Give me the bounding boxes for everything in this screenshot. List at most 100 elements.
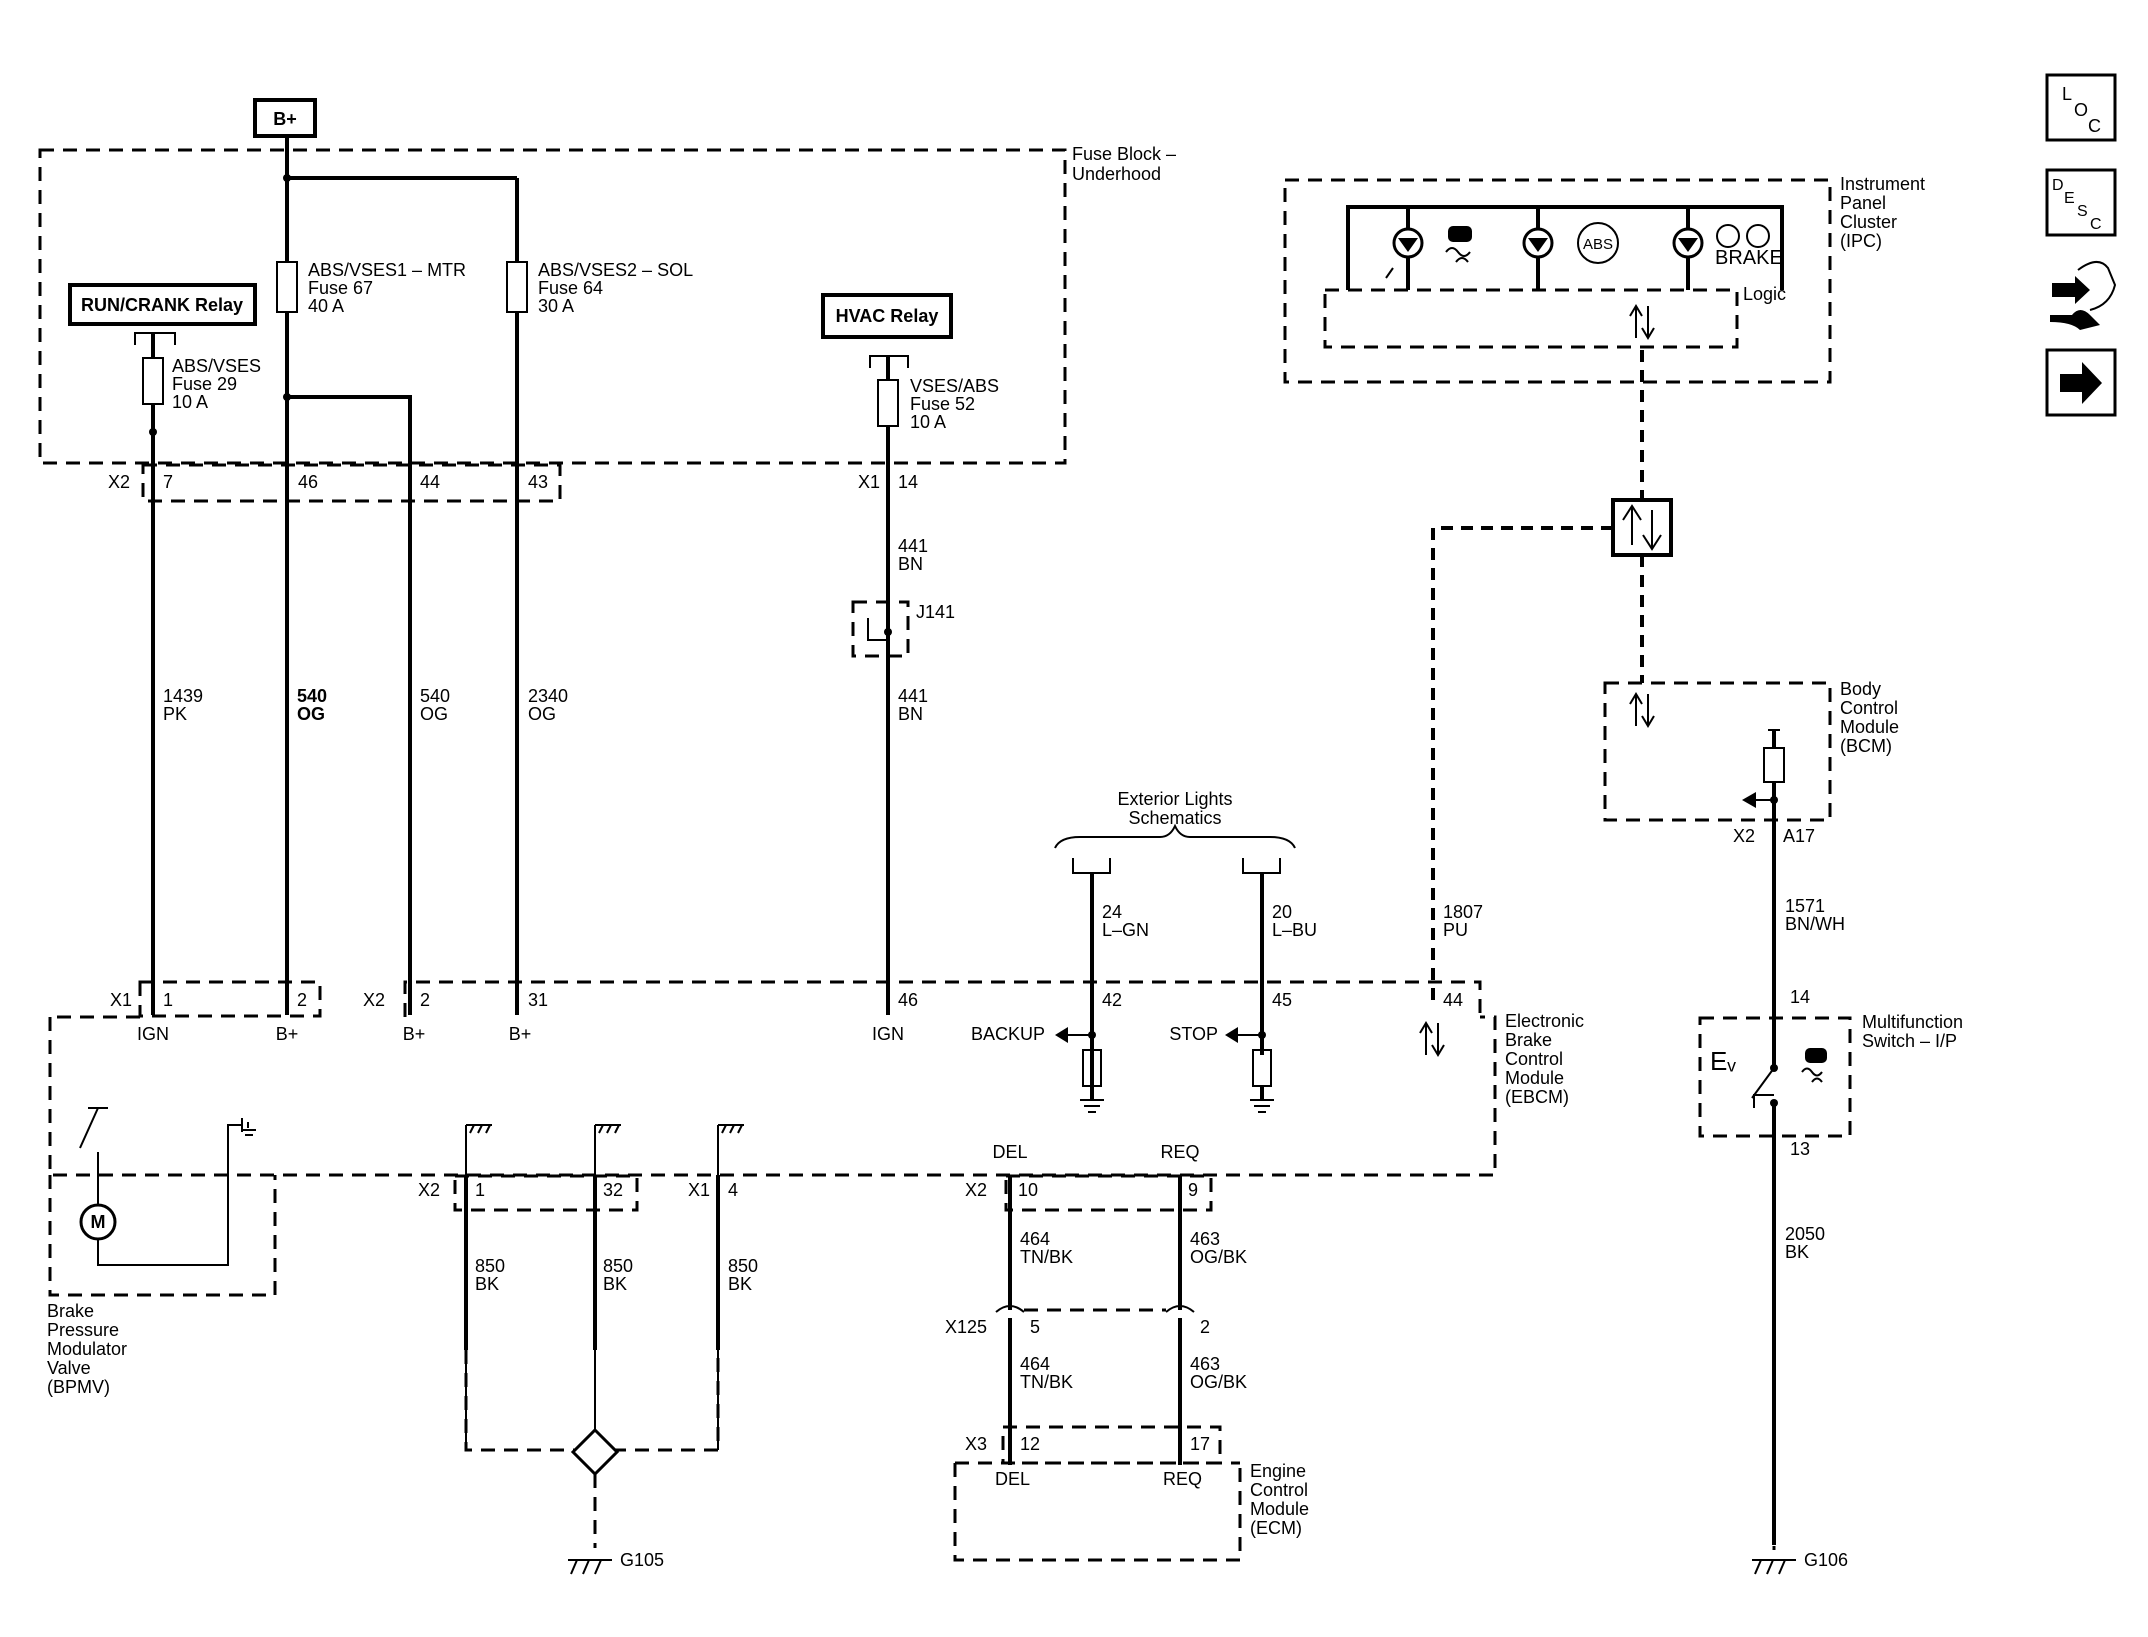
bpmv-label-1: Brake <box>47 1301 94 1321</box>
wire-441b-num: 441 <box>898 686 928 706</box>
backup-label: BACKUP <box>971 1024 1045 1044</box>
bpmv-label-3: Modulator <box>47 1339 127 1359</box>
ecm-label-4: (ECM) <box>1250 1518 1302 1538</box>
bpmv-label-2: Pressure <box>47 1320 119 1340</box>
ebcm-label-2: Brake <box>1505 1030 1552 1050</box>
engine-control-module: X3 12 17 DEL REQ Engine Control Module (… <box>953 1425 1309 1562</box>
b-plus-label: B+ <box>273 109 297 129</box>
wire-463a-color: OG/BK <box>1190 1247 1247 1267</box>
ebcm-bot-pin-32: 32 <box>603 1180 623 1200</box>
ebcm-term-bplus-3: B+ <box>509 1024 532 1044</box>
ipc-label-3: Cluster <box>1840 212 1897 232</box>
brake-lamp-icon <box>1672 227 1704 259</box>
arrow-right-icon <box>2060 362 2102 404</box>
ebcm-bot-conn-x2b: X2 <box>965 1180 987 1200</box>
wire-2340-color: OG <box>528 704 556 724</box>
ebcm-term-bplus-2: B+ <box>403 1024 426 1044</box>
next-page-arrow-button[interactable] <box>2045 348 2117 417</box>
instrument-panel-cluster: Instrument Panel Cluster (IPC) ABS <box>1283 174 1925 384</box>
body-control-module: Body Control Module (BCM) X2 A17 <box>1603 679 1899 846</box>
description-nav-button[interactable]: D E S C <box>2045 168 2117 237</box>
traction-lamp-icon <box>1385 227 1424 279</box>
serial-data-gateway-icon <box>1611 498 1673 557</box>
ipc-logic-label: Logic <box>1743 284 1786 304</box>
wire-464a-color: TN/BK <box>1020 1247 1073 1267</box>
location-nav-button[interactable]: L O C <box>2045 73 2117 142</box>
ebcm-del-label: DEL <box>992 1142 1027 1162</box>
fuse29-number: Fuse 29 <box>172 374 237 394</box>
ebcm-term-ign-1: IGN <box>137 1024 169 1044</box>
fuse52-name: VSES/ABS <box>910 376 999 396</box>
wire-464b-color: TN/BK <box>1020 1372 1073 1392</box>
bcm-label-1: Body <box>1840 679 1881 699</box>
mfs-label-2: Switch – I/P <box>1862 1031 1957 1051</box>
ipc-label-4: (IPC) <box>1840 231 1882 251</box>
fuse67-rating: 40 A <box>308 296 344 316</box>
wire-850b-color: BK <box>603 1274 627 1294</box>
fuse64-name: ABS/VSES2 – SOL <box>538 260 693 280</box>
wire-464b-num: 464 <box>1020 1354 1050 1374</box>
fuse64-number: Fuse 64 <box>538 278 603 298</box>
stop-circuit: STOP <box>1169 1015 1274 1113</box>
battery-positive-box: B+ <box>253 98 317 138</box>
abs-text: ABS <box>1583 236 1613 253</box>
wire-463b-color: OG/BK <box>1190 1372 1247 1392</box>
bcm-conn-x2: X2 <box>1733 826 1755 846</box>
wire-463a-num: 463 <box>1190 1229 1220 1249</box>
loc-letter-o: O <box>2074 100 2088 120</box>
fuse67-number: Fuse 67 <box>308 278 373 298</box>
wire-850a-num: 850 <box>475 1256 505 1276</box>
ebcm-bot-pin-9: 9 <box>1188 1180 1198 1200</box>
ipc-serial-data-arrows-icon <box>1629 304 1655 340</box>
ebcm-top-conn-x1: X1 <box>110 990 132 1010</box>
wire-2050-num: 2050 <box>1785 1224 1825 1244</box>
loc-letter-l: L <box>2062 84 2072 104</box>
ebcm-bot-conn-x2: X2 <box>418 1180 440 1200</box>
bpmv-label-5: (BPMV) <box>47 1377 110 1397</box>
fuse29-name: ABS/VSES <box>172 356 261 376</box>
wire-540a-num: 540 <box>297 686 327 706</box>
ecm-label-1: Engine <box>1250 1461 1306 1481</box>
wire-463b-num: 463 <box>1190 1354 1220 1374</box>
abs-symbol-icon: ABS <box>1577 222 1619 264</box>
ebcm-top-pin-31: 31 <box>528 990 548 1010</box>
ecm-pin-12: 12 <box>1020 1434 1040 1454</box>
bcm-label-4: (BCM) <box>1840 736 1892 756</box>
connector-end-view-icon[interactable] <box>2050 261 2117 330</box>
wire-2340-num: 2340 <box>528 686 568 706</box>
mfs-label-1: Multifunction <box>1862 1012 1963 1032</box>
ebcm-top-pin-2b: 2 <box>420 990 430 1010</box>
run-crank-relay-label: RUN/CRANK Relay <box>81 295 243 315</box>
loc-letter-c: C <box>2088 116 2101 136</box>
stop-label: STOP <box>1169 1024 1218 1044</box>
fb-conn-x2: X2 <box>108 472 130 492</box>
ebcm-term-bplus-1: B+ <box>276 1024 299 1044</box>
fuse52-rating: 10 A <box>910 412 946 432</box>
ebcm-req-label: REQ <box>1160 1142 1199 1162</box>
fuse67-name: ABS/VSES1 – MTR <box>308 260 466 280</box>
hvac-relay-label: HVAC Relay <box>836 306 939 326</box>
ev-symbol-icon: Eᵥ <box>1710 1046 1736 1076</box>
fb-pin-44: 44 <box>420 472 440 492</box>
bpmv-label-4: Valve <box>47 1358 91 1378</box>
wire-1439-num: 1439 <box>163 686 203 706</box>
ebcm-bot-pin-4: 4 <box>728 1180 738 1200</box>
fb-pin-7: 7 <box>163 472 173 492</box>
ground-g106-icon <box>1752 1559 1796 1575</box>
fuse-block-label-1: Fuse Block – <box>1072 144 1176 164</box>
ipc-label-2: Panel <box>1840 193 1886 213</box>
ebcm-top-pin-1: 1 <box>163 990 173 1010</box>
wire-1571-num: 1571 <box>1785 896 1825 916</box>
wire-1571-color: BN/WH <box>1785 914 1845 934</box>
ebcm-label-5: (EBCM) <box>1505 1087 1569 1107</box>
wire-540b-color: OG <box>420 704 448 724</box>
desc-letter-e: E <box>2064 190 2075 207</box>
hvac-relay: HVAC Relay <box>821 293 953 339</box>
fuse64-rating: 30 A <box>538 296 574 316</box>
bcm-label-3: Module <box>1840 717 1899 737</box>
traction-control-switch-icon <box>1801 1048 1827 1083</box>
ebcm-top-conn-x2: X2 <box>363 990 385 1010</box>
splice-j141-label: J141 <box>916 602 955 622</box>
abs-lamp-icon <box>1522 227 1554 259</box>
multifunction-switch: 14 13 Multifunction Switch – I/P Eᵥ <box>1698 987 1963 1159</box>
